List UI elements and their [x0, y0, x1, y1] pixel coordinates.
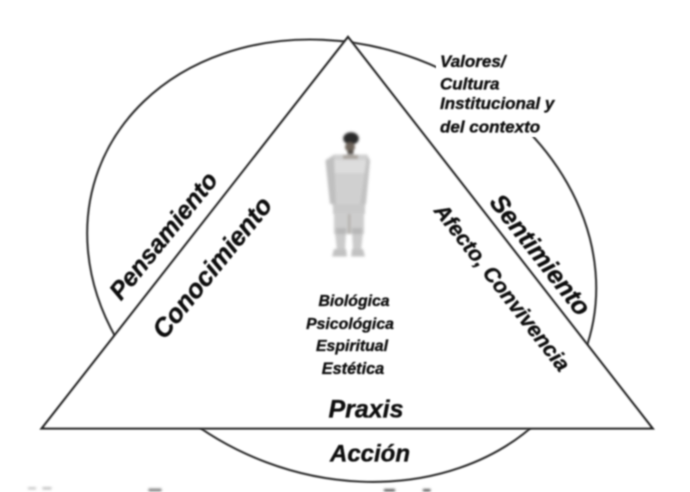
- svg-text:Psicológica: Psicológica: [306, 316, 394, 333]
- svg-text:Cultura: Cultura: [440, 75, 500, 94]
- svg-text:Praxis: Praxis: [328, 396, 403, 424]
- svg-text:Estética: Estética: [322, 360, 384, 378]
- svg-text:Acción: Acción: [329, 441, 410, 468]
- svg-text:del contexto: del contexto: [440, 118, 540, 137]
- svg-text:Biológica: Biológica: [318, 293, 389, 310]
- svg-text:Institucional y: Institucional y: [440, 94, 556, 113]
- svg-text:Espiritual: Espiritual: [316, 338, 389, 355]
- svg-text:Valores/: Valores/: [440, 52, 508, 71]
